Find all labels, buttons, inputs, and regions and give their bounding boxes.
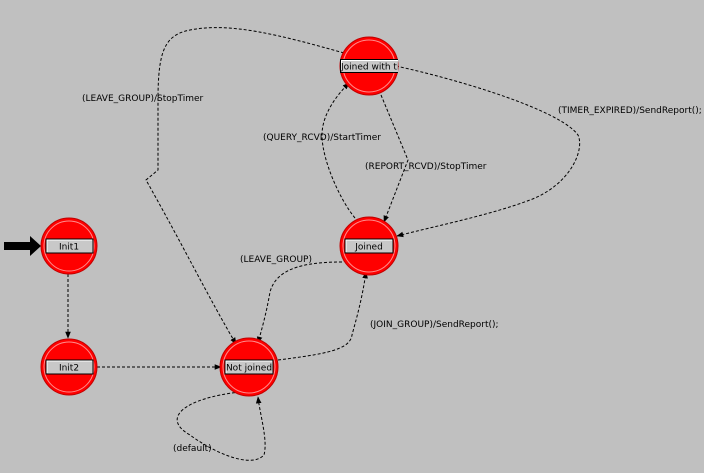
transition-report-rcvd[interactable] (380, 94, 409, 223)
initial-state-arrow-icon (4, 236, 41, 256)
transition-leave-group[interactable] (256, 261, 343, 344)
state-init2-label: Init2 (59, 364, 79, 374)
state-joined-label: Joined (354, 243, 383, 253)
label-join-group: (JOIN_GROUP)/SendReport(); (370, 320, 499, 330)
label-query-rcvd: (QUERY_RCVD)/StartTimer (263, 133, 381, 143)
state-not-joined[interactable]: Not joined (219, 337, 279, 397)
state-joined-with-timer-label-box (340, 59, 398, 73)
states: Init1 Init2 Not joined Joined (40, 36, 408, 397)
state-init2-label-box (45, 359, 94, 375)
state-joined-with-timer[interactable]: Joined with tim (339, 36, 408, 96)
state-init2[interactable]: Init2 (40, 338, 98, 396)
label-leave-group: (LEAVE_GROUP) (240, 255, 312, 265)
label-leave-group-stop-timer: (LEAVE_GROUP)/StopTimer (82, 94, 203, 104)
state-init1-label-box (45, 238, 94, 254)
state-not-joined-label-box (224, 359, 274, 375)
state-joined[interactable]: Joined (339, 216, 399, 276)
state-joined-label-box (344, 238, 394, 254)
state-joined-with-timer-label: Joined with tim (340, 63, 408, 73)
state-init1[interactable]: Init1 (40, 217, 98, 275)
transition-timer-expired[interactable] (395, 65, 581, 238)
transition-query-rcvd[interactable] (321, 82, 356, 219)
state-not-joined-label: Not joined (226, 364, 272, 374)
label-report-rcvd: (REPORT_RCVD)/StopTimer (365, 162, 487, 172)
transition-labels: (LEAVE_GROUP)/StopTimer (TIMER_EXPIRED)/… (82, 94, 702, 454)
state-init1-label: Init1 (59, 243, 79, 253)
transition-default-self-loop[interactable] (176, 391, 266, 461)
label-default: (default) (173, 444, 212, 454)
label-timer-expired: (TIMER_EXPIRED)/SendReport(); (558, 106, 702, 116)
state-joined-with-timer-label-clip: Joined with tim (340, 59, 408, 73)
transition-leave-group-stop-timer[interactable] (145, 27, 345, 345)
transition-join-group[interactable] (277, 271, 368, 361)
transitions (65, 27, 581, 461)
